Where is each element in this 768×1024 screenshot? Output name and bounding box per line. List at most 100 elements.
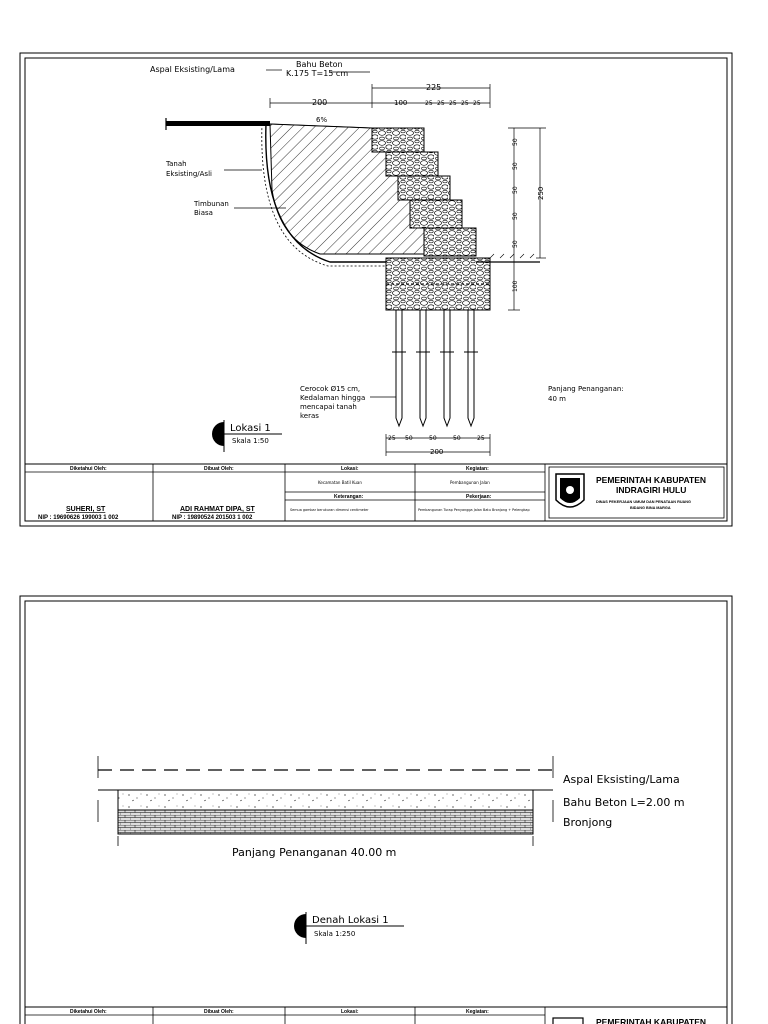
dim-25: 25 [425, 100, 433, 107]
dim-200: 200 [312, 98, 327, 107]
tb2-dibuat: Dibuat Oleh: [204, 1009, 234, 1015]
dim-50: 50 [512, 212, 519, 220]
dim-50: 50 [429, 435, 437, 442]
label-timbunan: Timbunan [193, 200, 229, 208]
pile [443, 310, 451, 428]
gabion-block [385, 151, 439, 177]
tb2-kegiatan: Kegiatan: [466, 1009, 489, 1015]
dim-50: 50 [512, 138, 519, 146]
tb-pekerjaan-val: Pembangunan Turap Penyangga Jalan Batu B… [418, 508, 530, 512]
existing-ground-line [265, 123, 386, 263]
cerocok-piles [392, 310, 478, 428]
tb-dept-2: BIDANG BINA MARGA [630, 506, 671, 510]
tb-dibuat: Dibuat Oleh: [204, 466, 234, 472]
gabion-block [409, 199, 463, 229]
top-dimensions [269, 84, 491, 108]
dim-50: 50 [512, 186, 519, 194]
sheet-1-inner-border [24, 57, 728, 522]
pile [467, 310, 475, 428]
label-tanah: Tanah [165, 160, 187, 168]
label-bahu-spec: K.175 T=15 cm [286, 69, 348, 78]
tb-dept-1: DINAS PEKERJAAN UMUM DAN PENATAAN RUANG [596, 500, 691, 504]
tb2-org-1: PEMERINTAH KABUPATEN [596, 1017, 706, 1024]
section-scale-1: Skala 1:50 [232, 437, 269, 445]
tb-nip-2: NIP : 19890524 201503 1 002 [172, 515, 253, 521]
section-marker-1: Lokasi 1 Skala 1:50 [212, 420, 282, 452]
tb-nip-1: NIP : 19690626 199003 1 002 [38, 515, 119, 521]
tb-name-2: ADI RAHMAT DIPA, ST [180, 506, 256, 513]
section-marker-2: Denah Lokasi 1 Skala 1:250 [294, 912, 404, 944]
emblem-icon [552, 1017, 584, 1024]
gabion-block [423, 227, 477, 257]
tb-org-1: PEMERINTAH KABUPATEN [596, 475, 706, 485]
label-panjang-1: Panjang Penanganan: [548, 385, 624, 393]
tb-lokasi-val: Kecamatan Batil Kuan [318, 480, 362, 485]
dim-250: 250 [537, 187, 545, 200]
gabion-block [371, 127, 425, 153]
tb-org-2: INDRAGIRI HULU [616, 485, 686, 495]
pile [419, 310, 427, 428]
plan-label-bahu: Bahu Beton L=2.00 m [563, 796, 685, 809]
bottom-dimensions [385, 434, 491, 456]
tb2-lokasi: Lokasi: [341, 1009, 359, 1015]
dim-25: 25 [473, 100, 481, 107]
label-cerocok-4: keras [300, 412, 319, 420]
tb-diketahui: Diketahui Oleh: [70, 466, 107, 472]
plan-label-panjang: Panjang Penanganan 40.00 m [232, 846, 396, 859]
right-dimensions [508, 127, 546, 311]
tb-name-1: SUHERI, ST [66, 506, 106, 513]
dim-50: 50 [512, 162, 519, 170]
gabion-block [397, 175, 451, 201]
dim-50: 50 [405, 435, 413, 442]
sheet-2: Aspal Eksisting/Lama Bahu Beton L=2.00 m… [19, 595, 733, 1024]
label-cerocok-2: Kedalaman hingga [300, 394, 365, 402]
label-slope: 6% [316, 116, 327, 124]
tb-lokasi: Lokasi: [341, 466, 359, 472]
dim-100: 100 [394, 99, 407, 107]
dim-100-vertical: 100 [512, 280, 519, 292]
section-scale-2: Skala 1:250 [314, 930, 355, 938]
dim-225: 225 [426, 83, 441, 92]
plan-label-bronjong: Bronjong [563, 816, 612, 829]
dim-50: 50 [512, 240, 519, 248]
dim-25: 25 [449, 100, 457, 107]
bahu-beton-strip [117, 789, 534, 811]
ground-hatch-right [489, 253, 535, 259]
plan-label-aspal: Aspal Eksisting/Lama [563, 773, 680, 786]
emblem-icon [555, 473, 585, 508]
label-cerocok-3: mencapai tanah [300, 403, 357, 411]
tb-kegiatan: Kegiatan: [466, 466, 489, 472]
dim-25: 25 [477, 435, 485, 442]
asphalt-road [166, 121, 270, 126]
sheet-1: 225 200 100 25 25 25 25 25 250 50 50 50 … [19, 52, 733, 527]
dim-50: 50 [453, 435, 461, 442]
label-aspal: Aspal Eksisting/Lama [150, 65, 235, 74]
label-cerocok-1: Cerocok Ø15 cm, [300, 385, 360, 393]
title-block-1: Diketahui Oleh: Dibuat Oleh: Lokasi: Keg… [24, 463, 728, 522]
gabion-steps [371, 127, 491, 311]
tb-pekerjaan: Pekerjaan: [466, 494, 492, 500]
sheet-1-outer-border [19, 52, 733, 527]
label-tanah-2: Eksisting/Asli [166, 170, 212, 178]
dim-25: 25 [388, 435, 396, 442]
slope-line [269, 123, 373, 129]
sheet-2-outer-border [19, 595, 733, 1024]
title-block-2: Diketahui Oleh: Dibuat Oleh: Lokasi: Keg… [24, 1006, 728, 1024]
section-title-1: Lokasi 1 [230, 423, 271, 434]
bronjong-strip [117, 809, 534, 835]
dim-25: 25 [461, 100, 469, 107]
section-title-2: Denah Lokasi 1 [312, 915, 389, 926]
tb-keterangan-val: Semua gambar berukuran dimensi centimete… [290, 508, 369, 512]
dim-200-bottom: 200 [430, 448, 443, 456]
tb-kegiatan-val: Pembangunan Jalan [450, 480, 490, 485]
label-bahu-beton: Bahu Beton [296, 60, 343, 69]
label-panjang-2: 40 m [548, 395, 566, 403]
existing-ground-texture [261, 123, 386, 267]
label-timbunan-2: Biasa [194, 209, 213, 217]
dim-25: 25 [437, 100, 445, 107]
sheet-2-inner-border [24, 600, 728, 1024]
pile [395, 310, 403, 428]
tb-keterangan: Keterangan: [334, 494, 364, 500]
tb2-diketahui: Diketahui Oleh: [70, 1009, 107, 1015]
